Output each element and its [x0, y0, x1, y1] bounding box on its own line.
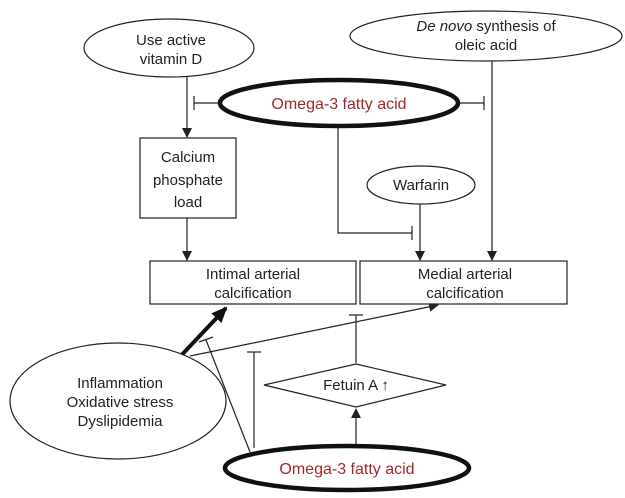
- node-oleic-line-1: De novo synthesis of: [416, 18, 556, 35]
- node-inflammation-line-3: Dyslipidemia: [77, 413, 163, 430]
- node-inflammation-line-1: Inflammation: [77, 375, 163, 392]
- node-calcium-line-1: Calcium: [161, 149, 215, 166]
- node-medial-line-2: calcification: [426, 285, 504, 302]
- edge-inflammation-to-intimal: [173, 306, 228, 364]
- node-inflammation-line-2: Oxidative stress: [67, 394, 174, 411]
- node-calcium-line-3: load: [174, 194, 202, 211]
- node-calcium: Calcium phosphate load: [139, 137, 237, 219]
- edge-omega3-inhibit-warfarin-path: [337, 126, 412, 234]
- node-oleic-acid: De novo synthesis of oleic acid: [349, 10, 623, 62]
- node-medial-line-1: Medial arterial: [418, 266, 512, 283]
- node-oleic-italic: De novo: [416, 18, 472, 35]
- node-omega3-top-label: Omega-3 fatty acid: [271, 96, 406, 113]
- node-oleic-rest: synthesis of: [472, 18, 556, 35]
- node-fetuin-label: Fetuin A ↑: [323, 377, 389, 394]
- node-omega3-bottom: Omega-3 fatty acid: [222, 443, 472, 493]
- edge-inflammation-to-medial: [189, 301, 439, 357]
- node-intimal-line-2: calcification: [214, 285, 292, 302]
- node-medial: Medial arterial calcification: [359, 260, 568, 305]
- node-omega3-top: Omega-3 fatty acid: [217, 77, 461, 129]
- edge-omega3-inhibit-inflammation-intimal: [205, 339, 251, 453]
- node-inflammation: Inflammation Oxidative stress Dyslipidem…: [9, 342, 227, 460]
- node-vitamin-d: Use active vitamin D: [83, 18, 255, 78]
- node-intimal-line-1: Intimal arterial: [206, 266, 300, 283]
- node-warfarin: Warfarin: [366, 165, 476, 205]
- node-vitamin-d-line-2: vitamin D: [140, 51, 203, 68]
- node-warfarin-label: Warfarin: [393, 177, 449, 194]
- node-intimal: Intimal arterial calcification: [149, 260, 357, 305]
- node-omega3-bottom-label: Omega-3 fatty acid: [279, 461, 414, 478]
- node-calcium-line-2: phosphate: [153, 172, 223, 189]
- inhibit-bar-inflammation-intimal: [198, 336, 214, 343]
- node-fetuin: Fetuin A ↑: [263, 363, 447, 408]
- node-vitamin-d-line-1: Use active: [136, 32, 206, 49]
- node-oleic-line-2: oleic acid: [455, 37, 518, 54]
